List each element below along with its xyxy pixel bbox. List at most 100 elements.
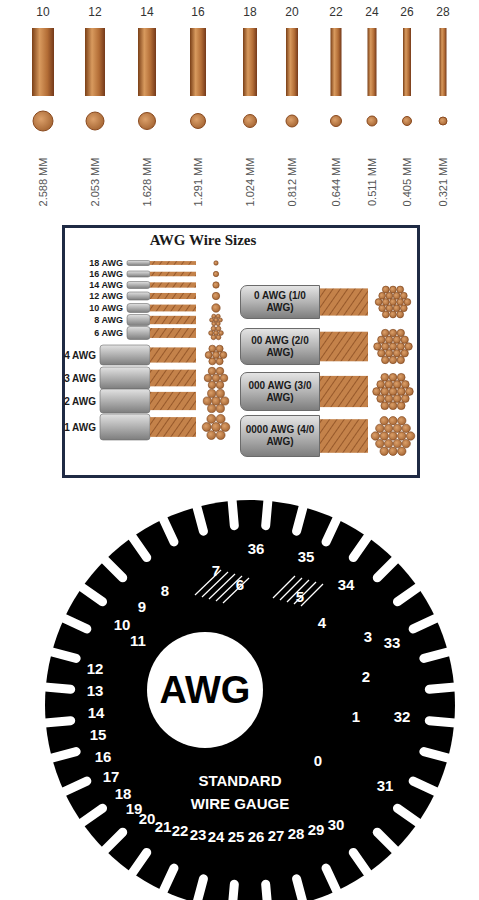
- gauge-slot: [266, 500, 269, 526]
- wire-section: [213, 282, 219, 288]
- strand: [382, 311, 389, 318]
- copper-strands: [150, 293, 196, 299]
- strand: [400, 292, 407, 299]
- strand: [397, 299, 404, 306]
- insulation: [127, 292, 150, 300]
- strand: [393, 439, 401, 447]
- gauge-number: 9: [138, 598, 146, 615]
- insulation: [127, 315, 150, 326]
- strand: [393, 292, 400, 299]
- gauge-slot: [297, 879, 306, 900]
- strand: [397, 286, 404, 293]
- gauge-slot: [55, 781, 87, 796]
- strand: [393, 395, 401, 403]
- gauge-slot: [159, 868, 174, 900]
- strand: [393, 336, 400, 343]
- strand: [381, 343, 388, 350]
- gauge-slot: [377, 553, 402, 578]
- wire-cylinder: [243, 28, 257, 96]
- strand: [216, 358, 223, 365]
- gauge-number: 0: [314, 752, 322, 769]
- strand: [218, 318, 222, 322]
- awg-label: 3 AWG: [64, 373, 96, 384]
- wire-section: [286, 115, 298, 127]
- strand: [207, 431, 216, 440]
- gauge-number: 26: [248, 828, 265, 845]
- gauge-number: 21: [155, 818, 172, 835]
- diameter-label: 1.291 MM: [192, 158, 204, 207]
- strand: [390, 286, 397, 293]
- center-hole-disc: [147, 632, 263, 748]
- strand: [202, 423, 211, 432]
- strand: [406, 388, 414, 396]
- gauge-number: 10: [36, 5, 49, 19]
- strand: [382, 286, 389, 293]
- strand: [393, 350, 400, 357]
- copper-strands: [150, 282, 196, 287]
- cable-label: 00 AWG (2/0 AWG): [241, 335, 319, 359]
- gauge-number: 1: [352, 708, 360, 725]
- gauge-number: 36: [248, 540, 265, 557]
- gauge-number: 18: [115, 785, 132, 802]
- strand: [389, 447, 397, 455]
- strand: [379, 292, 386, 299]
- gauge-number: 12: [88, 5, 101, 19]
- strand: [208, 404, 216, 412]
- gauge-number: 22: [172, 822, 189, 839]
- copper-strands: [150, 261, 196, 265]
- gauge-slot: [231, 884, 234, 900]
- insulation: [100, 389, 150, 413]
- strand: [216, 345, 223, 352]
- wire-section: [244, 115, 257, 128]
- gauge-slot: [377, 832, 402, 857]
- strand: [214, 318, 218, 322]
- awg-label: 10 AWG: [89, 303, 123, 313]
- strand: [216, 381, 224, 389]
- gauge-slot: [74, 808, 103, 828]
- strand: [374, 343, 381, 350]
- gauge-slot: [159, 510, 174, 542]
- wire-section: [212, 304, 220, 312]
- gauge-slot: [424, 649, 455, 658]
- wire-section: [403, 117, 412, 126]
- insulation: [127, 327, 150, 340]
- wire-cylinder: [286, 28, 298, 96]
- gauge-slot: [353, 852, 373, 881]
- copper-strands: [320, 332, 368, 362]
- gauge-slot: [55, 614, 87, 629]
- strand: [379, 305, 386, 312]
- gauge-slot: [429, 721, 455, 724]
- wire-cylinder: [85, 28, 105, 96]
- strand: [209, 345, 216, 352]
- strand: [220, 352, 227, 359]
- awg-label: 14 AWG: [89, 280, 123, 290]
- wire-section: [331, 116, 342, 127]
- wire-section: [212, 292, 219, 299]
- strand: [389, 373, 397, 381]
- strand: [381, 356, 388, 363]
- insulation: [100, 367, 150, 389]
- gauge-number: 16: [95, 748, 112, 765]
- wire-section: [86, 112, 104, 130]
- gauge-number: 7: [212, 562, 220, 579]
- gauge-slot: [194, 879, 203, 900]
- strand: [207, 414, 216, 423]
- strand: [209, 358, 216, 365]
- strand: [219, 331, 224, 336]
- gauge-slot: [231, 500, 234, 526]
- strand: [398, 417, 406, 425]
- strand: [216, 389, 224, 397]
- gauge-number: 20: [285, 5, 298, 19]
- gauge-number: 20: [139, 810, 156, 827]
- gauge-number: 8: [161, 582, 169, 599]
- gauge-number: 10: [114, 616, 131, 633]
- awg-label: 2 AWG: [64, 396, 96, 407]
- gauge-slot: [266, 884, 269, 900]
- gauge-number: 23: [190, 826, 207, 843]
- diameter-label: 2.588 MM: [37, 158, 49, 207]
- hatch-stroke: [294, 582, 316, 604]
- strand: [397, 388, 405, 396]
- strand: [208, 367, 216, 375]
- gauge-number: 15: [90, 726, 107, 743]
- diameter-label: 2.053 MM: [89, 158, 101, 207]
